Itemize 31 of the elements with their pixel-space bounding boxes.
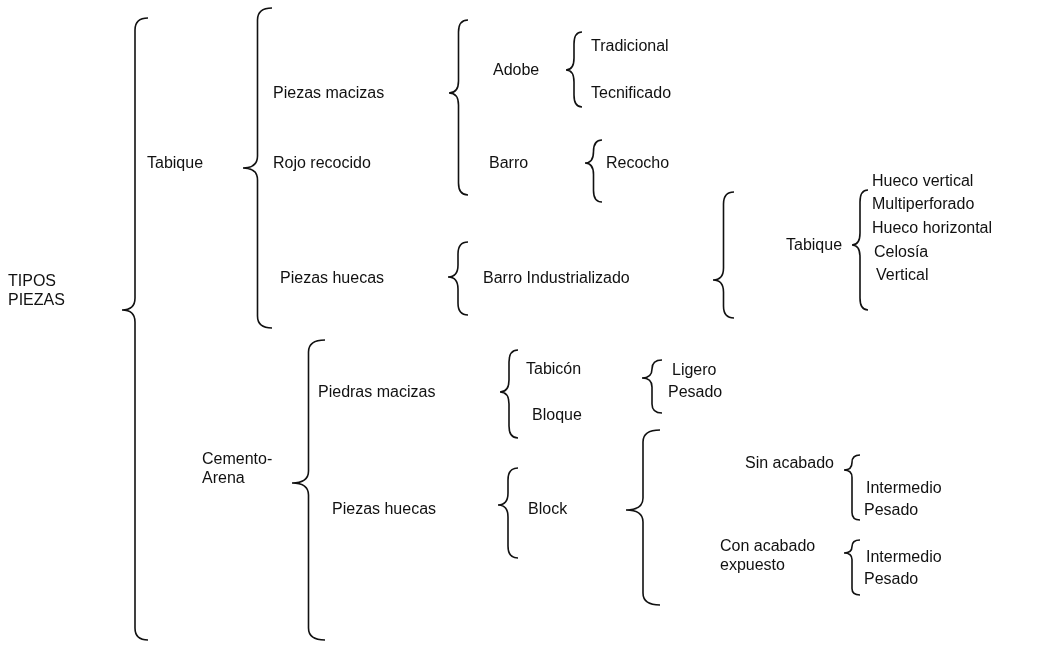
- category-label: Tecnificado: [591, 83, 672, 102]
- category-label: Pesado: [864, 569, 919, 588]
- category-label: Celosía: [874, 242, 929, 261]
- category-label: Intermedio: [866, 478, 942, 497]
- category-label: Piezas huecas: [332, 499, 437, 518]
- category-label: TIPOS PIEZAS: [8, 271, 66, 309]
- category-label: Intermedio: [866, 547, 942, 566]
- category-label: Tradicional: [591, 36, 669, 55]
- category-label: Tabique: [786, 235, 843, 254]
- category-label: Pesado: [668, 382, 723, 401]
- category-label: Multiperforado: [872, 194, 975, 213]
- category-label: Ligero: [672, 360, 717, 379]
- category-label: Vertical: [876, 265, 929, 284]
- category-label: Barro Industrializado: [483, 268, 630, 287]
- category-label: Sin acabado: [745, 453, 834, 472]
- category-label: Barro: [489, 153, 529, 172]
- category-label: Cemento-Arena: [202, 449, 274, 487]
- category-label: Recocho: [606, 153, 670, 172]
- category-label: Adobe: [493, 60, 540, 79]
- category-label: Piezas huecas: [280, 268, 385, 287]
- category-label: Hueco vertical: [872, 171, 974, 190]
- category-label: Piezas macizas: [273, 83, 385, 102]
- category-label: Con acabado expuesto: [720, 536, 817, 574]
- category-label: Block: [528, 499, 568, 518]
- category-label: Tabique: [147, 153, 204, 172]
- category-label: Hueco horizontal: [872, 218, 993, 237]
- category-label: Rojo recocido: [273, 153, 371, 172]
- category-label: Bloque: [532, 405, 582, 424]
- category-label: Pesado: [864, 500, 919, 519]
- category-label: Tabicón: [526, 359, 582, 378]
- category-label: Piedras macizas: [318, 382, 436, 401]
